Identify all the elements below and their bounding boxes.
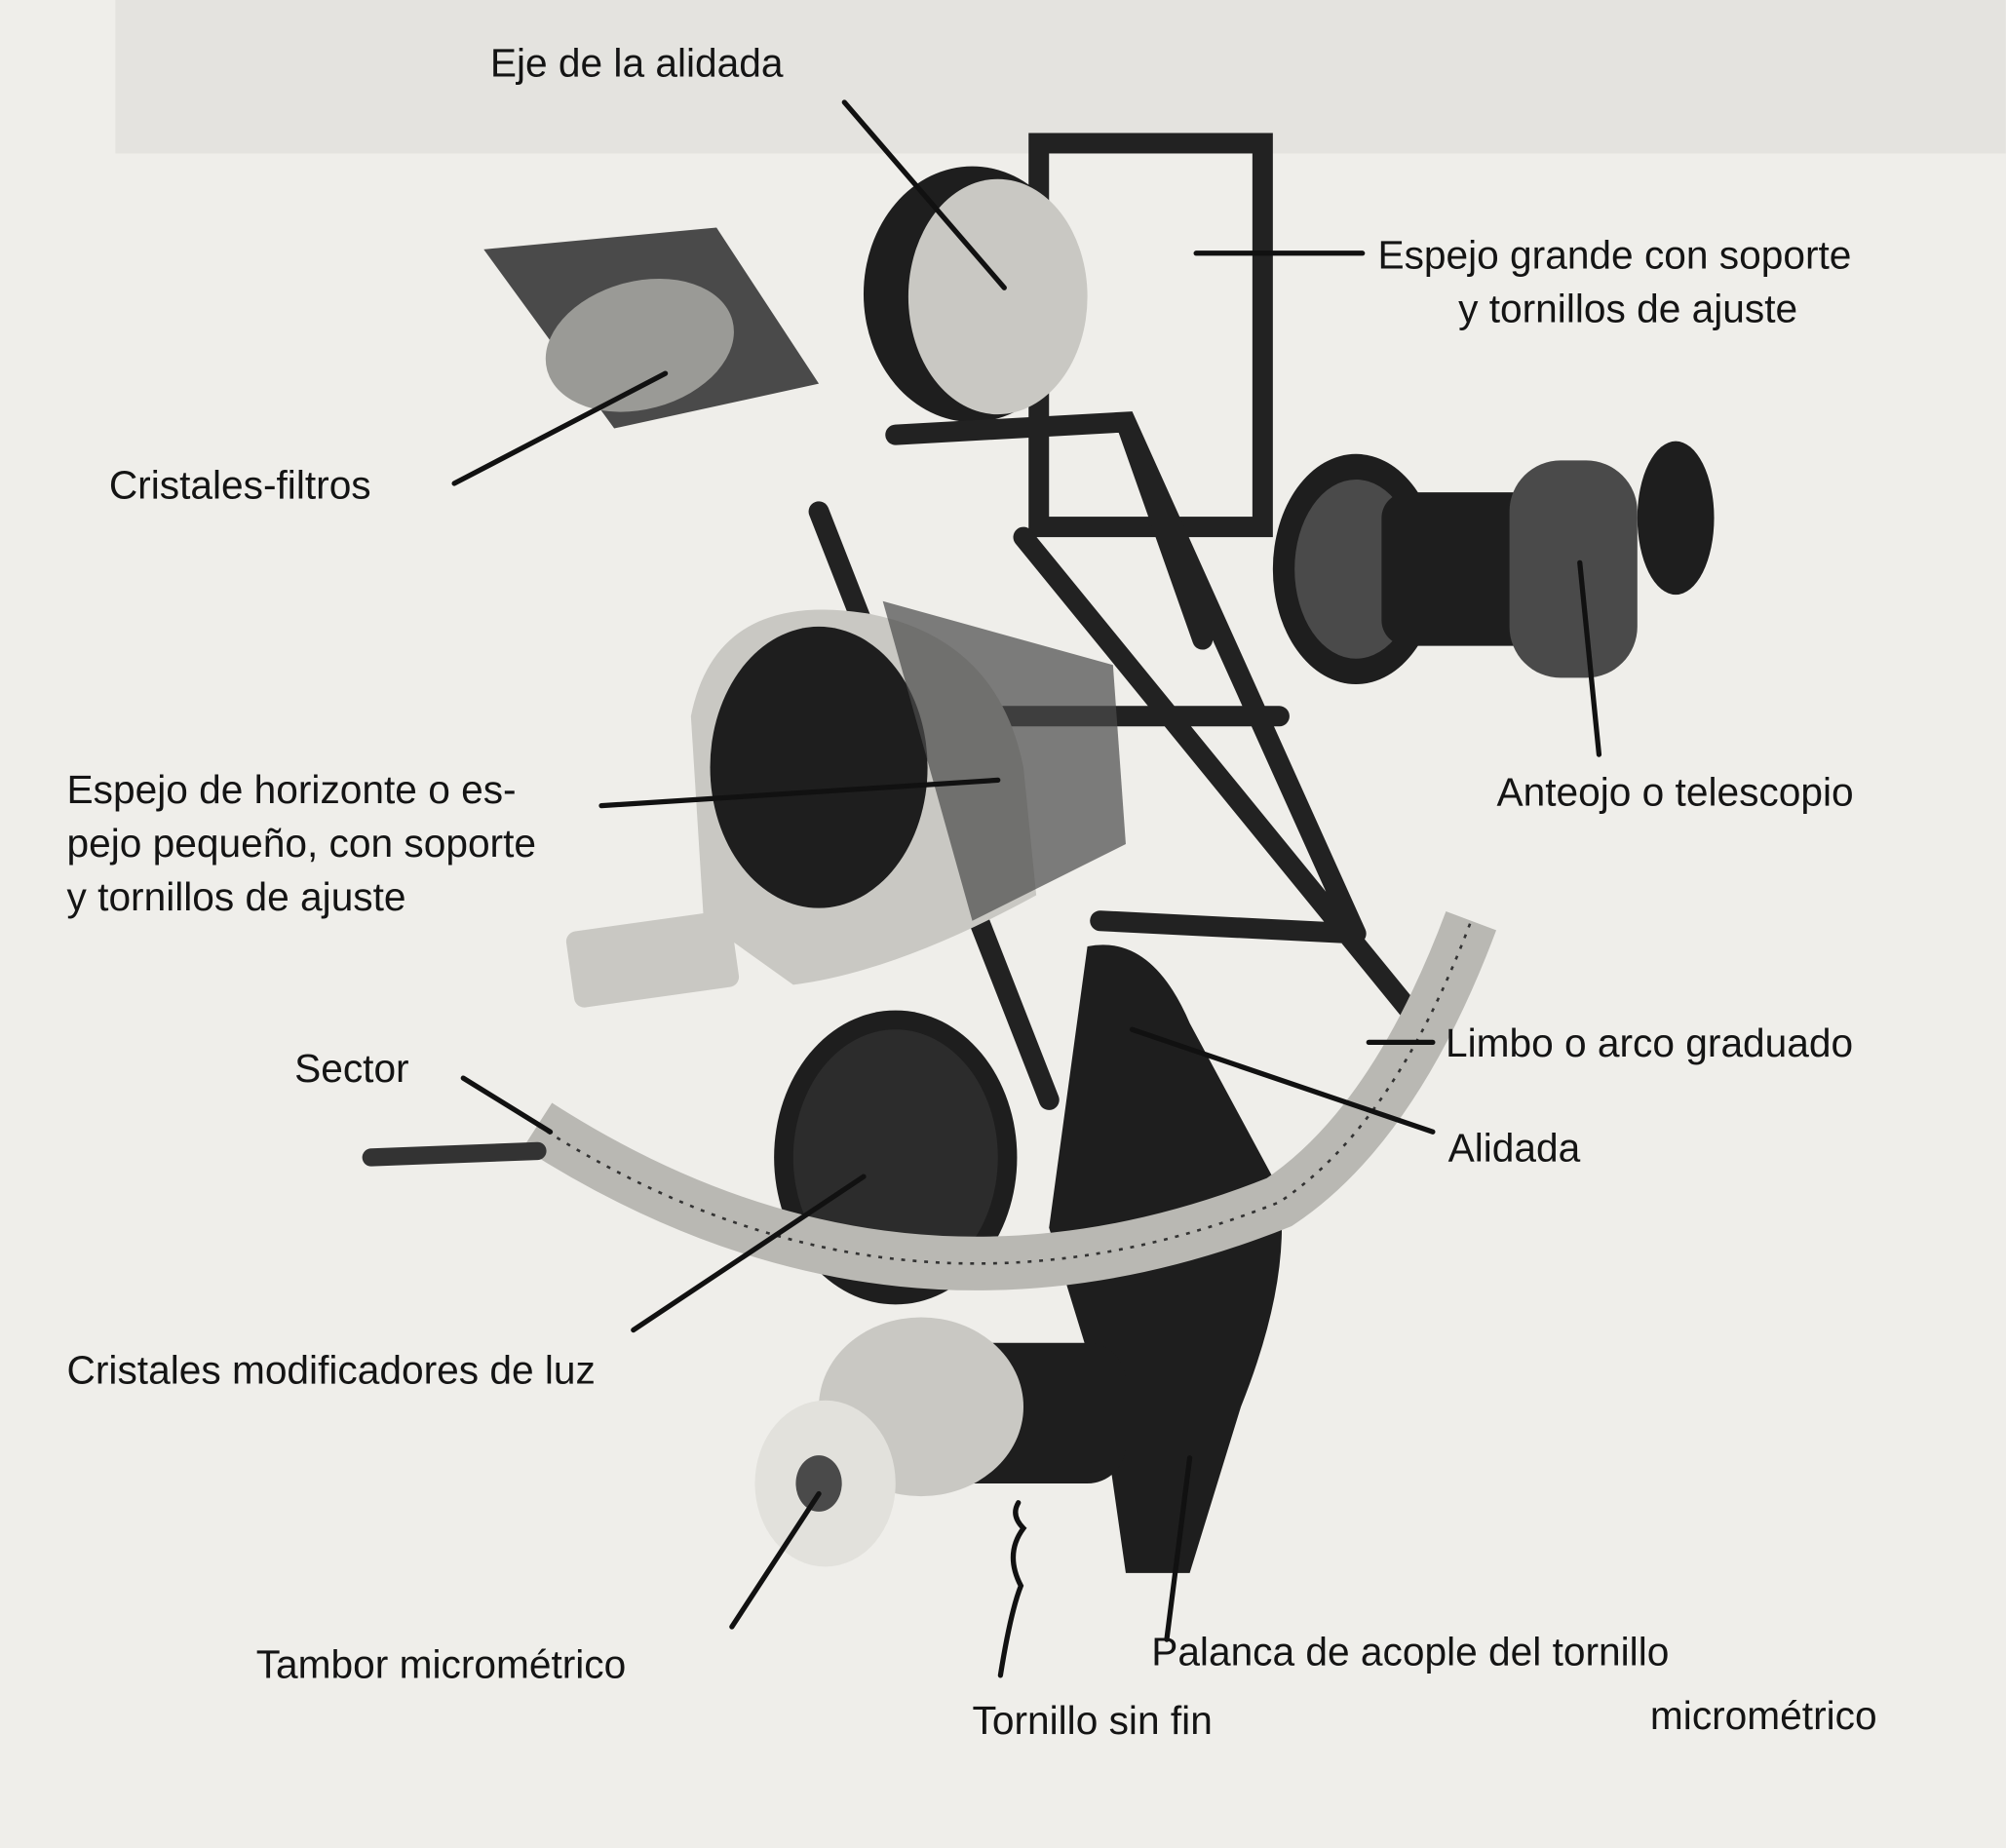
leader-tornillo-sin-fin <box>997 1500 1027 1678</box>
leader-espejo-horizonte <box>598 777 1001 809</box>
label-eje-alidada: Eje de la alidada <box>490 41 784 86</box>
leader-lines <box>451 99 1602 1678</box>
label-cristales-modificadores: Cristales modificadores de luz <box>67 1348 596 1393</box>
leader-eje-alidada <box>841 99 1007 290</box>
graduated-arc <box>522 911 1497 1290</box>
label-tornillo-sin-fin: Tornillo sin fin <box>973 1698 1213 1743</box>
faded-background-plate <box>115 0 2006 154</box>
labels: Eje de la alidada Espejo grande con sopo… <box>67 41 1877 1743</box>
label-espejo-horizonte-line3: y tornillos de ajuste <box>67 874 406 919</box>
horizon-mirror <box>690 600 1126 985</box>
leader-palanca <box>1164 1455 1193 1642</box>
leader-alidada <box>1129 1026 1436 1135</box>
leader-anteojo <box>1577 559 1602 757</box>
label-cristales-filtros: Cristales-filtros <box>109 463 371 508</box>
label-tambor: Tambor micrométrico <box>256 1641 627 1686</box>
label-espejo-grande-line1: Espejo grande con soporte <box>1377 233 1851 278</box>
leader-cristales-filtros <box>451 370 669 486</box>
label-alidada: Alidada <box>1448 1125 1581 1170</box>
large-mirror <box>907 178 1088 415</box>
label-espejo-horizonte-line1: Espejo de horizonte o es- <box>67 767 517 812</box>
label-palanca-line1: Palanca de acople del tornillo <box>1151 1629 1669 1674</box>
label-sector: Sector <box>294 1046 409 1091</box>
micrometer-drum <box>754 1317 1126 1567</box>
label-espejo-grande-line2: y tornillos de ajuste <box>1458 287 1797 331</box>
label-anteojo: Anteojo o telescopio <box>1496 770 1853 815</box>
leader-tambor <box>729 1490 822 1630</box>
label-espejo-horizonte-line2: pejo pequeño, con soporte <box>67 821 536 866</box>
label-limbo: Limbo o arco graduado <box>1446 1020 1853 1065</box>
telescope <box>1272 441 1715 684</box>
leader-cristales-modificadores <box>631 1174 867 1333</box>
leader-sector <box>460 1075 554 1135</box>
label-palanca-line2: micrométrico <box>1650 1693 1877 1738</box>
sextant-illustration <box>362 133 1715 1573</box>
